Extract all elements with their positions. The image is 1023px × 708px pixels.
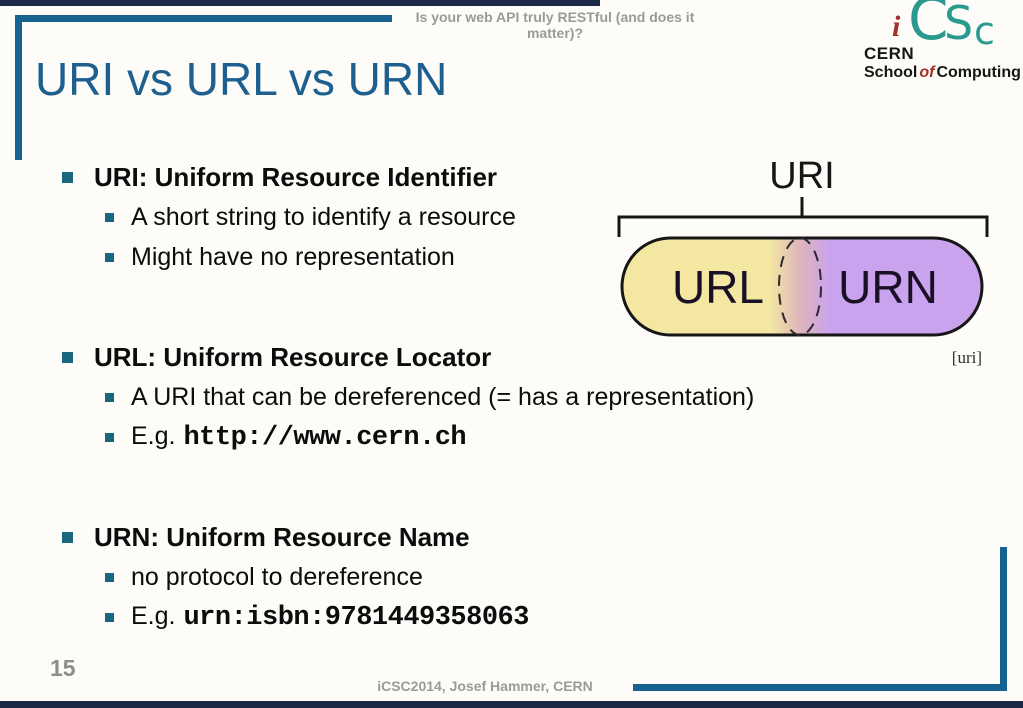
bullet-heading-row: URL: Uniform Resource Locator: [55, 337, 685, 377]
logo-school-word: School: [864, 64, 918, 81]
bullet-square-icon: [105, 252, 114, 262]
accent-corner-bottom-vertical: [1000, 547, 1007, 691]
bullet-square-icon: [62, 531, 73, 543]
bottom-edge-bar: [0, 701, 1023, 708]
bullet-section-url: URL: Uniform Resource Locator A URI that…: [55, 337, 754, 457]
top-edge-bar: [0, 0, 600, 6]
logo-letter-i: i: [892, 10, 901, 43]
bullet-sub-row: A URI that can be dereferenced (= has a …: [55, 377, 754, 417]
bullet-list: URI: Uniform Resource Identifier A short…: [55, 157, 754, 637]
bullet-section-urn: URN: Uniform Resource Name no protocol t…: [55, 517, 685, 637]
logo-letter-c1: C: [908, 0, 949, 53]
diagram-urn-label: URN: [838, 261, 938, 313]
bullet-square-icon: [62, 351, 73, 363]
example-prefix: E.g.: [131, 601, 176, 630]
uri-url-urn-diagram: URI URL URN [uri]: [617, 155, 989, 367]
bullet-sub-text: Might have no representation: [131, 242, 455, 271]
bullet-square-icon: [105, 572, 114, 582]
bullet-section-uri: URI: Uniform Resource Identifier A short…: [55, 157, 685, 277]
example-url-code: http://www.cern.ch: [183, 422, 467, 453]
bullet-sub-text: E.g.http://www.cern.ch: [131, 421, 467, 453]
diagram-url-label: URL: [672, 261, 764, 313]
example-prefix: E.g.: [131, 421, 176, 450]
bullet-sub-text: E.g.urn:isbn:9781449358063: [131, 602, 529, 633]
bullet-sub-row: A short string to identify a resource: [55, 197, 685, 237]
logo-computing-word: Computing: [936, 64, 1021, 81]
bullet-sub-row: no protocol to dereference: [55, 557, 685, 597]
bullet-heading-row: URN: Uniform Resource Name: [55, 517, 685, 557]
bullet-heading-row: URI: Uniform Resource Identifier: [55, 157, 685, 197]
accent-corner-bottom-horizontal: [633, 684, 1007, 691]
diagram-caption: [uri]: [952, 348, 982, 367]
accent-corner-top-vertical: [15, 15, 22, 160]
bullet-sub-text: A short string to identify a resource: [131, 202, 516, 231]
logo-letter-s: S: [944, 0, 974, 50]
bullet-square-icon: [105, 212, 114, 222]
accent-corner-top-horizontal: [15, 15, 392, 22]
bullet-square-icon: [62, 171, 73, 183]
diagram-uri-label: URI: [769, 155, 834, 197]
logo-of-word: of: [919, 64, 935, 81]
diagram-dashed-divider: [778, 237, 822, 336]
page-number: 15: [50, 655, 76, 681]
bullet-sub-text: A URI that can be dereferenced (= has a …: [131, 382, 755, 411]
bullet-heading: URL: Uniform Resource Locator: [94, 341, 492, 372]
slide-title: URI vs URL vs URN: [35, 53, 448, 105]
logo-letter-c2: c: [974, 9, 995, 53]
bullet-sub-text: no protocol to dereference: [131, 562, 423, 591]
bullet-heading: URN: Uniform Resource Name: [94, 521, 470, 552]
presentation-title: Is your web API truly RESTful (and does …: [415, 9, 695, 41]
footer-credit: iCSC2014, Josef Hammer, CERN: [377, 678, 593, 694]
diagram-bracket: [617, 197, 989, 237]
example-urn-code: urn:isbn:9781449358063: [183, 602, 529, 633]
bullet-sub-row: Might have no representation: [55, 237, 685, 277]
bullet-square-icon: [105, 392, 114, 402]
bullet-sub-row: E.g.http://www.cern.ch: [55, 417, 685, 457]
bullet-square-icon: [105, 432, 114, 442]
bullet-square-icon: [105, 612, 114, 622]
logo-cern-text: CERN: [864, 44, 915, 63]
bullet-heading: URI: Uniform Resource Identifier: [94, 161, 498, 192]
bullet-sub-row: E.g.urn:isbn:9781449358063: [55, 597, 685, 637]
